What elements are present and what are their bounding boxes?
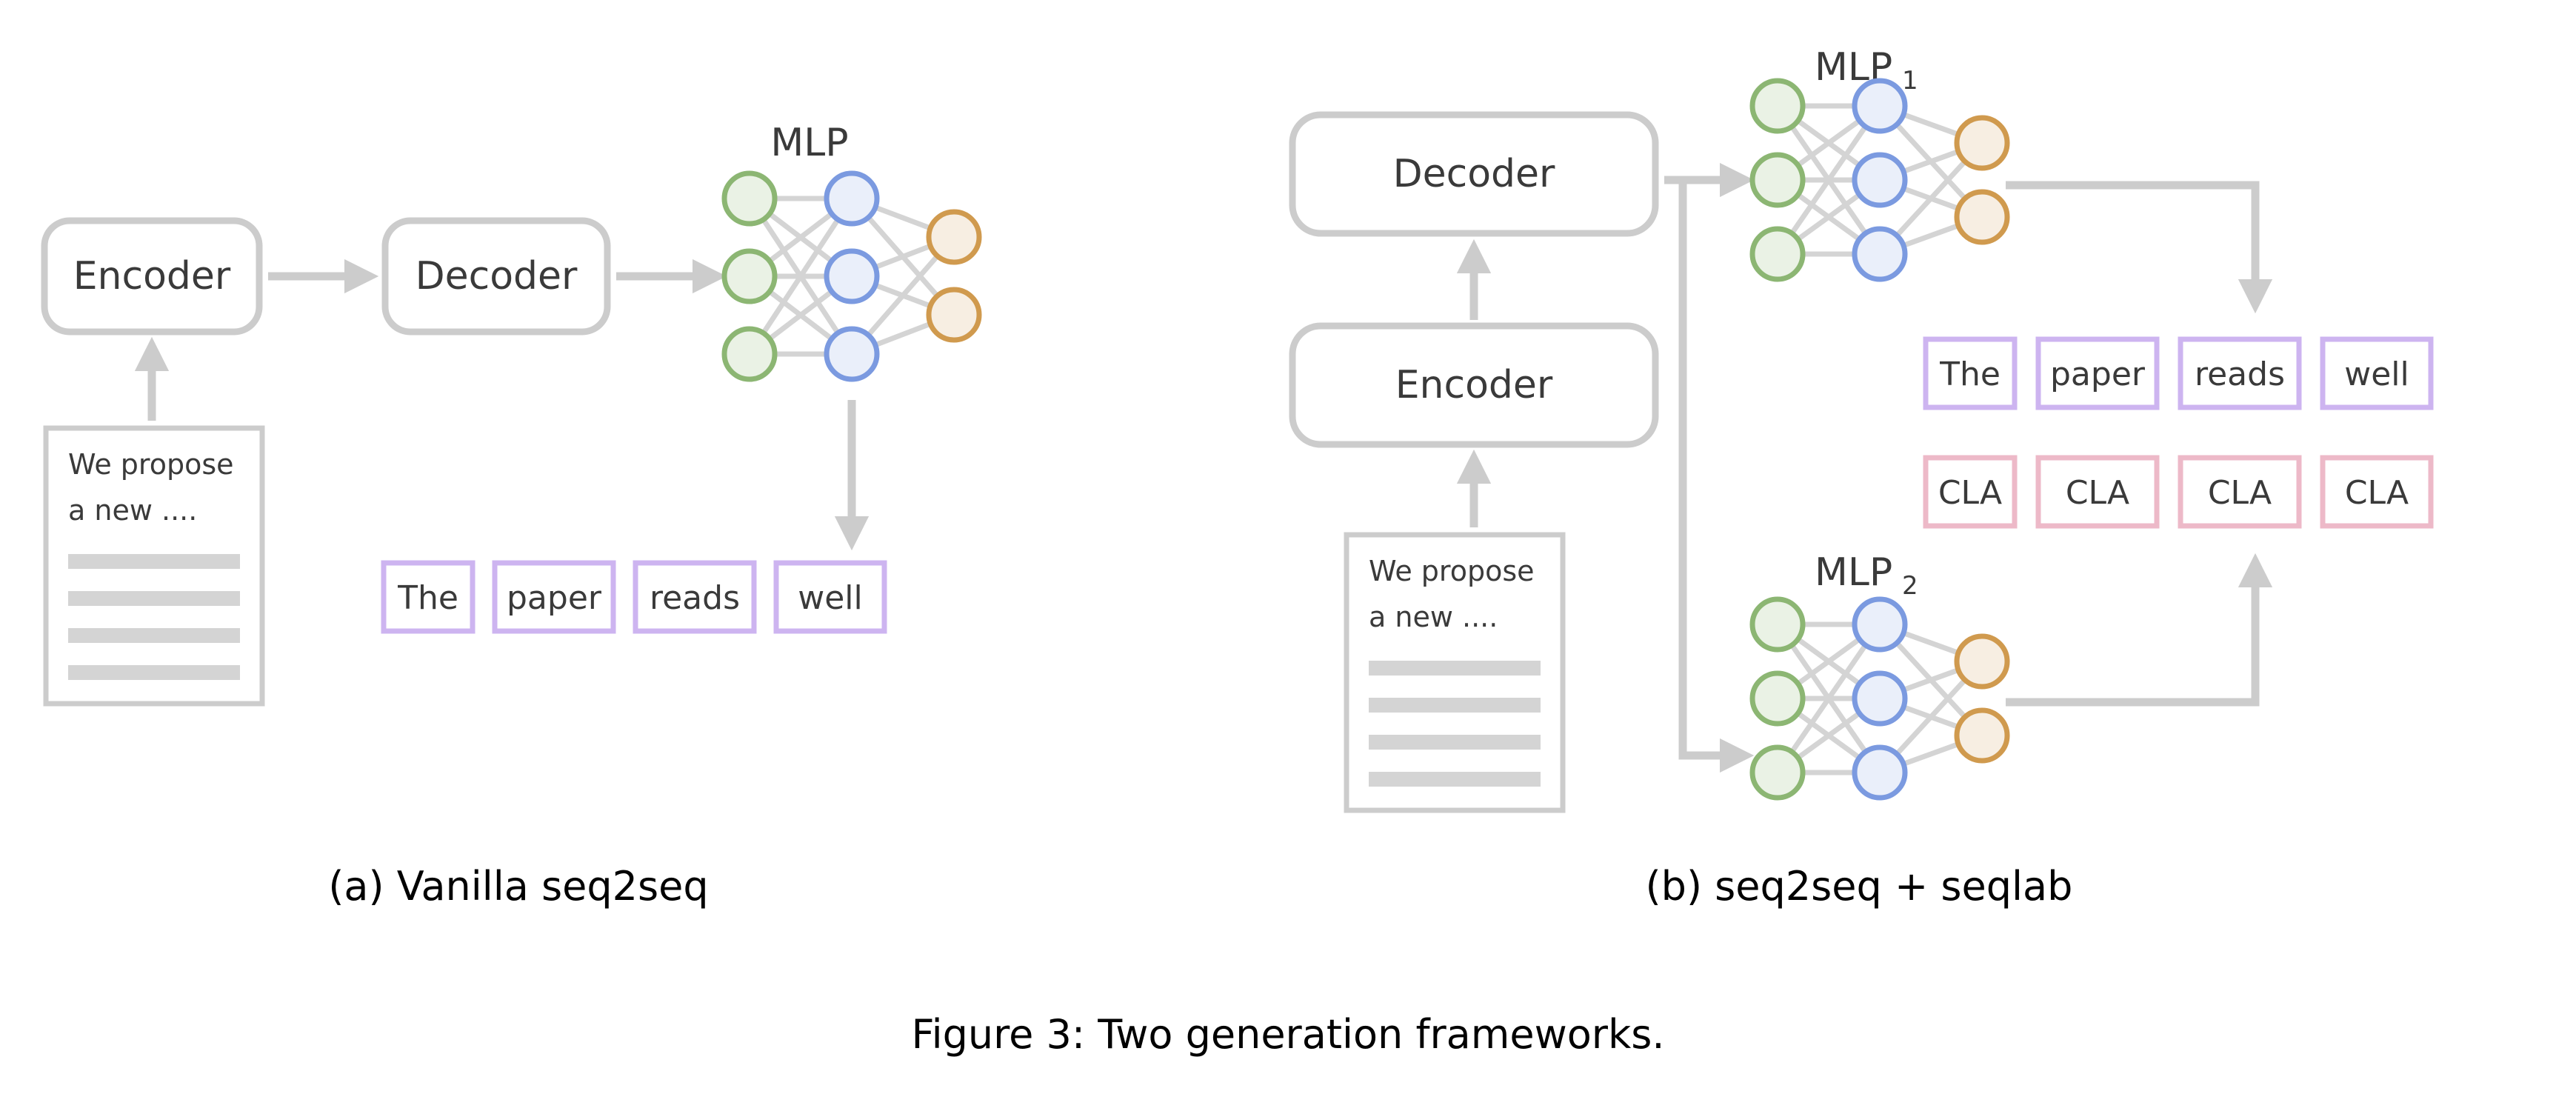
panel-b-token-box[interactable]: The	[1923, 336, 2018, 410]
panel-b-decoder-to-mlp2-arrow	[1678, 180, 1755, 773]
panel-b-mlp1-input-node	[1749, 78, 1806, 134]
panel-b-decoder-box[interactable]: Decoder	[1289, 111, 1659, 237]
panel-a-mlp-input-node	[721, 170, 778, 227]
panel-a-mlp-hidden-node	[824, 326, 880, 382]
panel-b-label-box[interactable]: CLA	[2035, 455, 2160, 529]
panel-b-doc-bar	[1369, 772, 1541, 787]
panel-b-mlp1-subscript: 1	[1902, 66, 1918, 96]
panel-b-mlp2-hidden-node	[1852, 596, 1908, 653]
panel-a-decoder-box[interactable]: Decoder	[381, 217, 611, 336]
panel-a-doc-bar	[68, 665, 240, 680]
panel-b-mlp2-subscript: 2	[1902, 571, 1918, 601]
panel-b-mlp1-input-node	[1749, 226, 1806, 282]
panel-a: Encoder Decoder We propose a new ....	[41, 121, 982, 910]
panel-b-doc-bar	[1369, 735, 1541, 750]
panel-b-token-box[interactable]: paper	[2035, 336, 2160, 410]
panel-a-caption: (a) Vanilla seq2seq	[328, 863, 708, 910]
panel-b-mlp1-hidden-node	[1852, 226, 1908, 282]
panel-b-token-label: well	[2344, 356, 2409, 393]
panel-b-label-box[interactable]: CLA	[2320, 455, 2434, 529]
panel-b-decoder-label: Decoder	[1393, 152, 1555, 196]
panel-b-mlp2-input-node	[1749, 744, 1806, 801]
panel-b-token-box[interactable]: reads	[2178, 336, 2302, 410]
panel-a-mlp: MLP	[721, 121, 982, 382]
panel-a-mlp-output-node	[926, 209, 982, 265]
panel-b-mlp2-hidden-node	[1852, 670, 1908, 727]
panel-b-token-label: paper	[2050, 356, 2146, 393]
panel-b-mlp2-output-node	[1954, 633, 2010, 690]
panel-b-mlp1-hidden-node	[1852, 78, 1908, 134]
panel-b-label-text: CLA	[2208, 474, 2272, 512]
panel-b-mlp1-hidden-node	[1852, 152, 1908, 208]
panel-a-token-label: well	[798, 579, 863, 617]
panel-a-token-label: paper	[507, 579, 602, 617]
panel-a-token-box[interactable]: The	[381, 560, 476, 634]
panel-b-token-label: The	[1939, 356, 2001, 393]
panel-b-label-box[interactable]: CLA	[1923, 455, 2018, 529]
panel-b-document: We propose a new ....	[1344, 532, 1566, 813]
panel-a-doc-bar	[68, 591, 240, 606]
panel-b-mlp2-hidden-node	[1852, 744, 1908, 801]
panel-b-mlp1-output-node	[1954, 115, 2010, 171]
panel-a-doc-bar	[68, 554, 240, 569]
panel-b-label-row: CLA CLA CLA CLA	[1923, 455, 2434, 529]
panel-a-doc-bar	[68, 628, 240, 643]
panel-a-token-label: The	[397, 579, 458, 617]
panel-a-mlp-hidden-node	[824, 248, 880, 304]
panel-b-encoder-label: Encoder	[1395, 363, 1553, 407]
panel-a-mlp-input-node	[721, 326, 778, 382]
panel-a-token-label: reads	[650, 579, 740, 617]
panel-b-mlp2-input-node	[1749, 596, 1806, 653]
panel-a-document-line2: a new ....	[68, 494, 197, 527]
panel-b-label-text: CLA	[2345, 474, 2409, 512]
panel-b-label-text: CLA	[2066, 474, 2129, 512]
panel-a-mlp-output-node	[926, 287, 982, 343]
figure-caption: Figure 3: Two generation frameworks.	[911, 1011, 1664, 1058]
panel-b: Decoder Encoder We propose a new ....	[1289, 45, 2434, 910]
panel-a-token-box[interactable]: well	[773, 560, 887, 634]
panel-b-mlp1: MLP 1	[1749, 45, 2010, 282]
panel-a-document-line1: We propose	[68, 448, 234, 481]
panel-a-token-row: The paper reads well	[381, 560, 887, 634]
panel-a-token-box[interactable]: paper	[492, 560, 616, 634]
panel-b-doc-bar	[1369, 698, 1541, 713]
panel-a-token-box[interactable]: reads	[633, 560, 757, 634]
panel-b-mlp2: MLP 2	[1749, 550, 2010, 801]
panel-b-mlp1-input-node	[1749, 152, 1806, 208]
panel-b-token-row: The paper reads well	[1923, 336, 2434, 410]
panel-a-mlp-label: MLP	[770, 121, 848, 165]
panel-a-document: We propose a new ....	[43, 425, 265, 707]
panel-b-document-line2: a new ....	[1369, 601, 1498, 633]
panel-b-token-box[interactable]: well	[2320, 336, 2434, 410]
panel-b-token-label: reads	[2195, 356, 2285, 393]
panel-b-caption: (b) seq2seq + seqlab	[1646, 863, 2073, 910]
panel-b-mlp2-to-labels-arrow	[2006, 553, 2273, 707]
panel-b-encoder-box[interactable]: Encoder	[1289, 322, 1659, 448]
panel-b-mlp1-to-tokens-arrow	[2006, 181, 2273, 314]
panel-b-document-line1: We propose	[1369, 555, 1535, 587]
panel-a-encoder-box[interactable]: Encoder	[41, 217, 263, 336]
panel-b-label-box[interactable]: CLA	[2178, 455, 2302, 529]
panel-b-doc-bar	[1369, 661, 1541, 676]
panel-a-mlp-hidden-node	[824, 170, 880, 227]
panel-a-mlp-input-node	[721, 248, 778, 304]
panel-b-mlp1-output-node	[1954, 189, 2010, 245]
panel-a-decoder-label: Decoder	[416, 254, 578, 298]
panel-a-encoder-label: Encoder	[73, 254, 231, 298]
panel-b-mlp2-label: MLP	[1815, 550, 1892, 595]
panel-b-mlp2-input-node	[1749, 670, 1806, 727]
panel-b-label-text: CLA	[1938, 474, 2002, 512]
panel-b-mlp2-output-node	[1954, 707, 2010, 764]
